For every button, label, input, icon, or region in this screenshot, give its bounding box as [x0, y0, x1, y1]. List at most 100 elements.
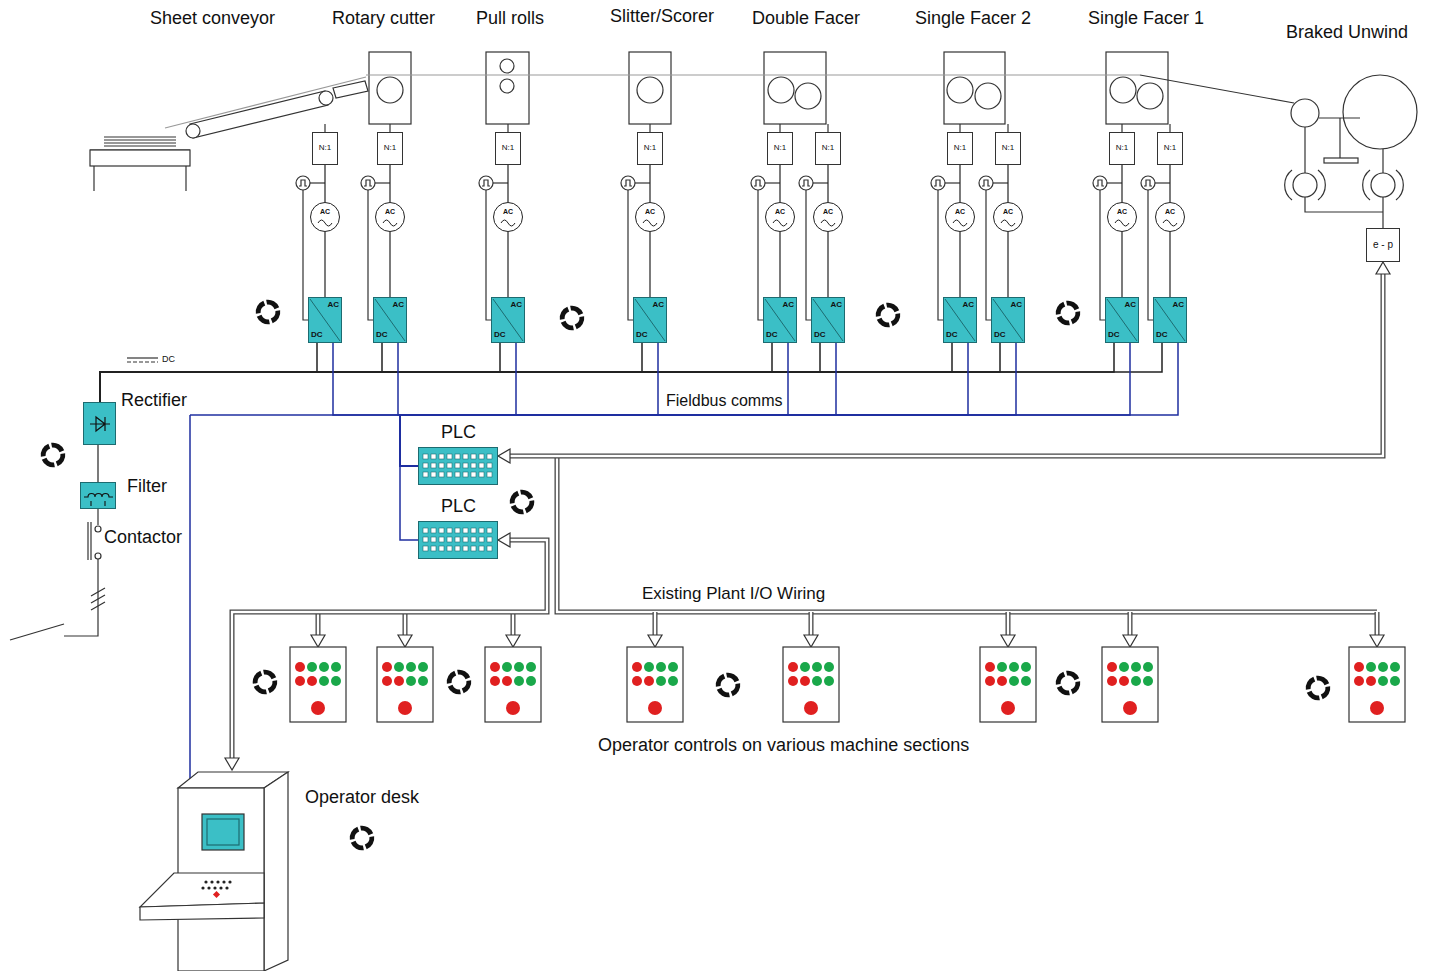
- dc-side-label: DC: [636, 331, 648, 339]
- operator-panel: [377, 647, 433, 722]
- node-symbol: [84, 403, 117, 446]
- section-name: Braked Unwind: [1286, 22, 1408, 43]
- motor-type: AC: [1117, 208, 1127, 215]
- fieldbus-link: [398, 343, 418, 466]
- plc-box: PLC: [418, 447, 498, 485]
- ep-label: e - p: [1373, 240, 1393, 250]
- filter-heading: Filter: [127, 477, 167, 495]
- node-symbol: [178, 770, 290, 971]
- node-symbol: [81, 483, 117, 510]
- gearbox-box: N:1: [637, 132, 663, 165]
- gearbox-box: N:1: [495, 132, 521, 165]
- drive-box: AC DC: [943, 297, 977, 343]
- ep-converter-box: e - p: [1366, 228, 1400, 262]
- shaft-link: [780, 165, 781, 202]
- section-name: Single Facer 1: [1088, 8, 1204, 29]
- motor-type: AC: [775, 208, 785, 215]
- ac-motor-symbol: AC: [493, 202, 523, 232]
- gear-ratio: N:1: [502, 144, 514, 152]
- shaft-link: [1170, 165, 1171, 202]
- motor-type: AC: [320, 208, 330, 215]
- node-symbol: [636, 203, 666, 233]
- section-name: Slitter/Scorer: [610, 6, 714, 27]
- io-wiring-link: [498, 262, 1390, 463]
- ac-side-label: AC: [1010, 301, 1022, 309]
- dc-side-label: DC: [311, 331, 323, 339]
- ac-side-label: AC: [962, 301, 974, 309]
- ac-side-label: AC: [782, 301, 794, 309]
- io-wiring-link: [225, 533, 547, 770]
- shaft-link: [960, 232, 961, 297]
- shaft-link: [650, 165, 651, 202]
- drive-box: ACDC: [491, 297, 525, 343]
- drive-box: ACDC: [1105, 297, 1139, 343]
- shaft-link: [1008, 232, 1009, 297]
- drive-box: AC DC: [991, 297, 1025, 343]
- ac-motor-symbol: AC: [1107, 202, 1137, 232]
- gear-ratio: N:1: [822, 144, 834, 152]
- shaft-link: [390, 165, 391, 202]
- wiring-note: Existing Plant I/O Wiring: [642, 584, 825, 604]
- plc-heading: PLC: [441, 497, 476, 515]
- desk-heading: Operator desk: [305, 788, 419, 806]
- node-symbol: [766, 203, 796, 233]
- node-symbol: [419, 522, 499, 560]
- shaft-link: [1170, 232, 1171, 297]
- dc-side-label: DC: [1156, 331, 1168, 339]
- gear-ratio: N:1: [384, 144, 396, 152]
- section-name: Single Facer 2: [915, 8, 1031, 29]
- fieldbus-link: [400, 343, 1130, 466]
- ac-side-label: AC: [392, 301, 404, 309]
- shaft-link: [1008, 165, 1009, 202]
- ac-motor-symbol: AC: [1155, 202, 1185, 232]
- operator-desk: Operator desk: [178, 770, 290, 971]
- ac-side-label: AC: [327, 301, 339, 309]
- node-symbol: [311, 203, 341, 233]
- operator-panel: [485, 647, 541, 722]
- gearbox-box: N:1: [1157, 132, 1183, 165]
- section-name: Pull rolls: [476, 8, 544, 29]
- motor-type: AC: [823, 208, 833, 215]
- node-symbol: [419, 448, 499, 486]
- ac-motor-symbol: AC: [765, 202, 795, 232]
- motor-type: AC: [1003, 208, 1013, 215]
- gearbox-box: N:1: [1109, 132, 1135, 165]
- rectifier-heading: Rectifier: [121, 391, 187, 409]
- bus-type: DC: [162, 354, 175, 364]
- ac-motor-symbol: AC: [945, 202, 975, 232]
- gearbox-box: N:1: [312, 132, 338, 165]
- motor-type: AC: [955, 208, 965, 215]
- ac-side-label: AC: [510, 301, 522, 309]
- ac-motor-symbol: AC: [813, 202, 843, 232]
- shaft-link: [325, 232, 326, 297]
- gearbox-box: N:1: [947, 132, 973, 165]
- drive-box: AC DC: [308, 297, 342, 343]
- gear-ratio: N:1: [1116, 144, 1128, 152]
- shaft-link: [780, 232, 781, 297]
- dc-bus-link: [100, 343, 1162, 402]
- gearbox-box: N:1: [815, 132, 841, 165]
- motor-type: AC: [385, 208, 395, 215]
- motor-type: AC: [503, 208, 513, 215]
- node-symbol: [376, 203, 406, 233]
- drive-box: ACDC: [633, 297, 667, 343]
- plc-box: PLC: [418, 521, 498, 559]
- fieldbus-link: [333, 343, 418, 466]
- ac-side-label: AC: [1172, 301, 1184, 309]
- shaft-link: [650, 232, 651, 297]
- dc-side-label: DC: [946, 331, 958, 339]
- motor-type: AC: [645, 208, 655, 215]
- shaft-link: [828, 232, 829, 297]
- shaft-link: [508, 165, 509, 202]
- dc-side-label: DC: [994, 331, 1006, 339]
- panel-note: Operator controls on various machine sec…: [598, 735, 969, 756]
- node-symbol: [946, 203, 976, 233]
- drive-box: AC DC: [1153, 297, 1187, 343]
- drive-box: AC DC: [763, 297, 797, 343]
- dc-side-label: DC: [766, 331, 778, 339]
- drive-box: ACDC: [811, 297, 845, 343]
- plc-heading: PLC: [441, 423, 476, 441]
- node-symbol: [994, 203, 1024, 233]
- shaft-link: [508, 232, 509, 297]
